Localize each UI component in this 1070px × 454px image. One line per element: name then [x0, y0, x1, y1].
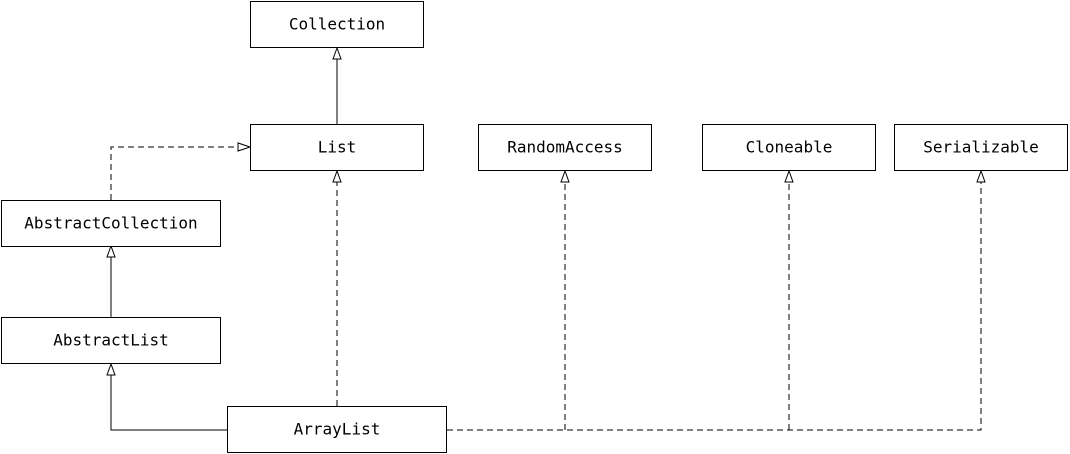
edge-arraylist-to-serializable	[447, 182, 982, 431]
arrowhead-list-bottom-icon	[332, 169, 342, 183]
node-abstractcollection-label: AbstractCollection	[24, 214, 197, 233]
node-cloneable: Cloneable	[702, 124, 876, 171]
arrowhead-serializable-icon	[976, 169, 986, 183]
node-abstractlist-label: AbstractList	[53, 331, 169, 350]
arrowhead-randomaccess-icon	[560, 169, 570, 183]
arrowhead-abstractlist-icon	[106, 362, 116, 376]
node-cloneable-label: Cloneable	[746, 138, 833, 157]
node-abstractlist: AbstractList	[1, 317, 221, 364]
arrowhead-abstractcollection-icon	[106, 244, 116, 258]
edge-arraylist-to-abstractlist	[110, 375, 227, 431]
node-collection-label: Collection	[289, 15, 385, 34]
node-arraylist: ArrayList	[227, 406, 447, 453]
node-serializable-label: Serializable	[923, 138, 1039, 157]
arrowhead-collection-icon	[332, 46, 342, 60]
node-randomaccess-label: RandomAccess	[507, 138, 623, 157]
node-list: List	[250, 124, 424, 171]
arrowhead-list-left-icon	[237, 142, 252, 152]
edge-abstractcollection-to-list	[110, 146, 238, 200]
node-abstractcollection: AbstractCollection	[1, 200, 221, 247]
node-randomaccess: RandomAccess	[478, 124, 652, 171]
node-serializable: Serializable	[894, 124, 1068, 171]
node-collection: Collection	[250, 1, 424, 48]
connectors	[106, 46, 986, 431]
node-arraylist-label: ArrayList	[294, 420, 381, 439]
node-list-label: List	[318, 138, 357, 157]
arrowhead-cloneable-icon	[784, 169, 794, 183]
